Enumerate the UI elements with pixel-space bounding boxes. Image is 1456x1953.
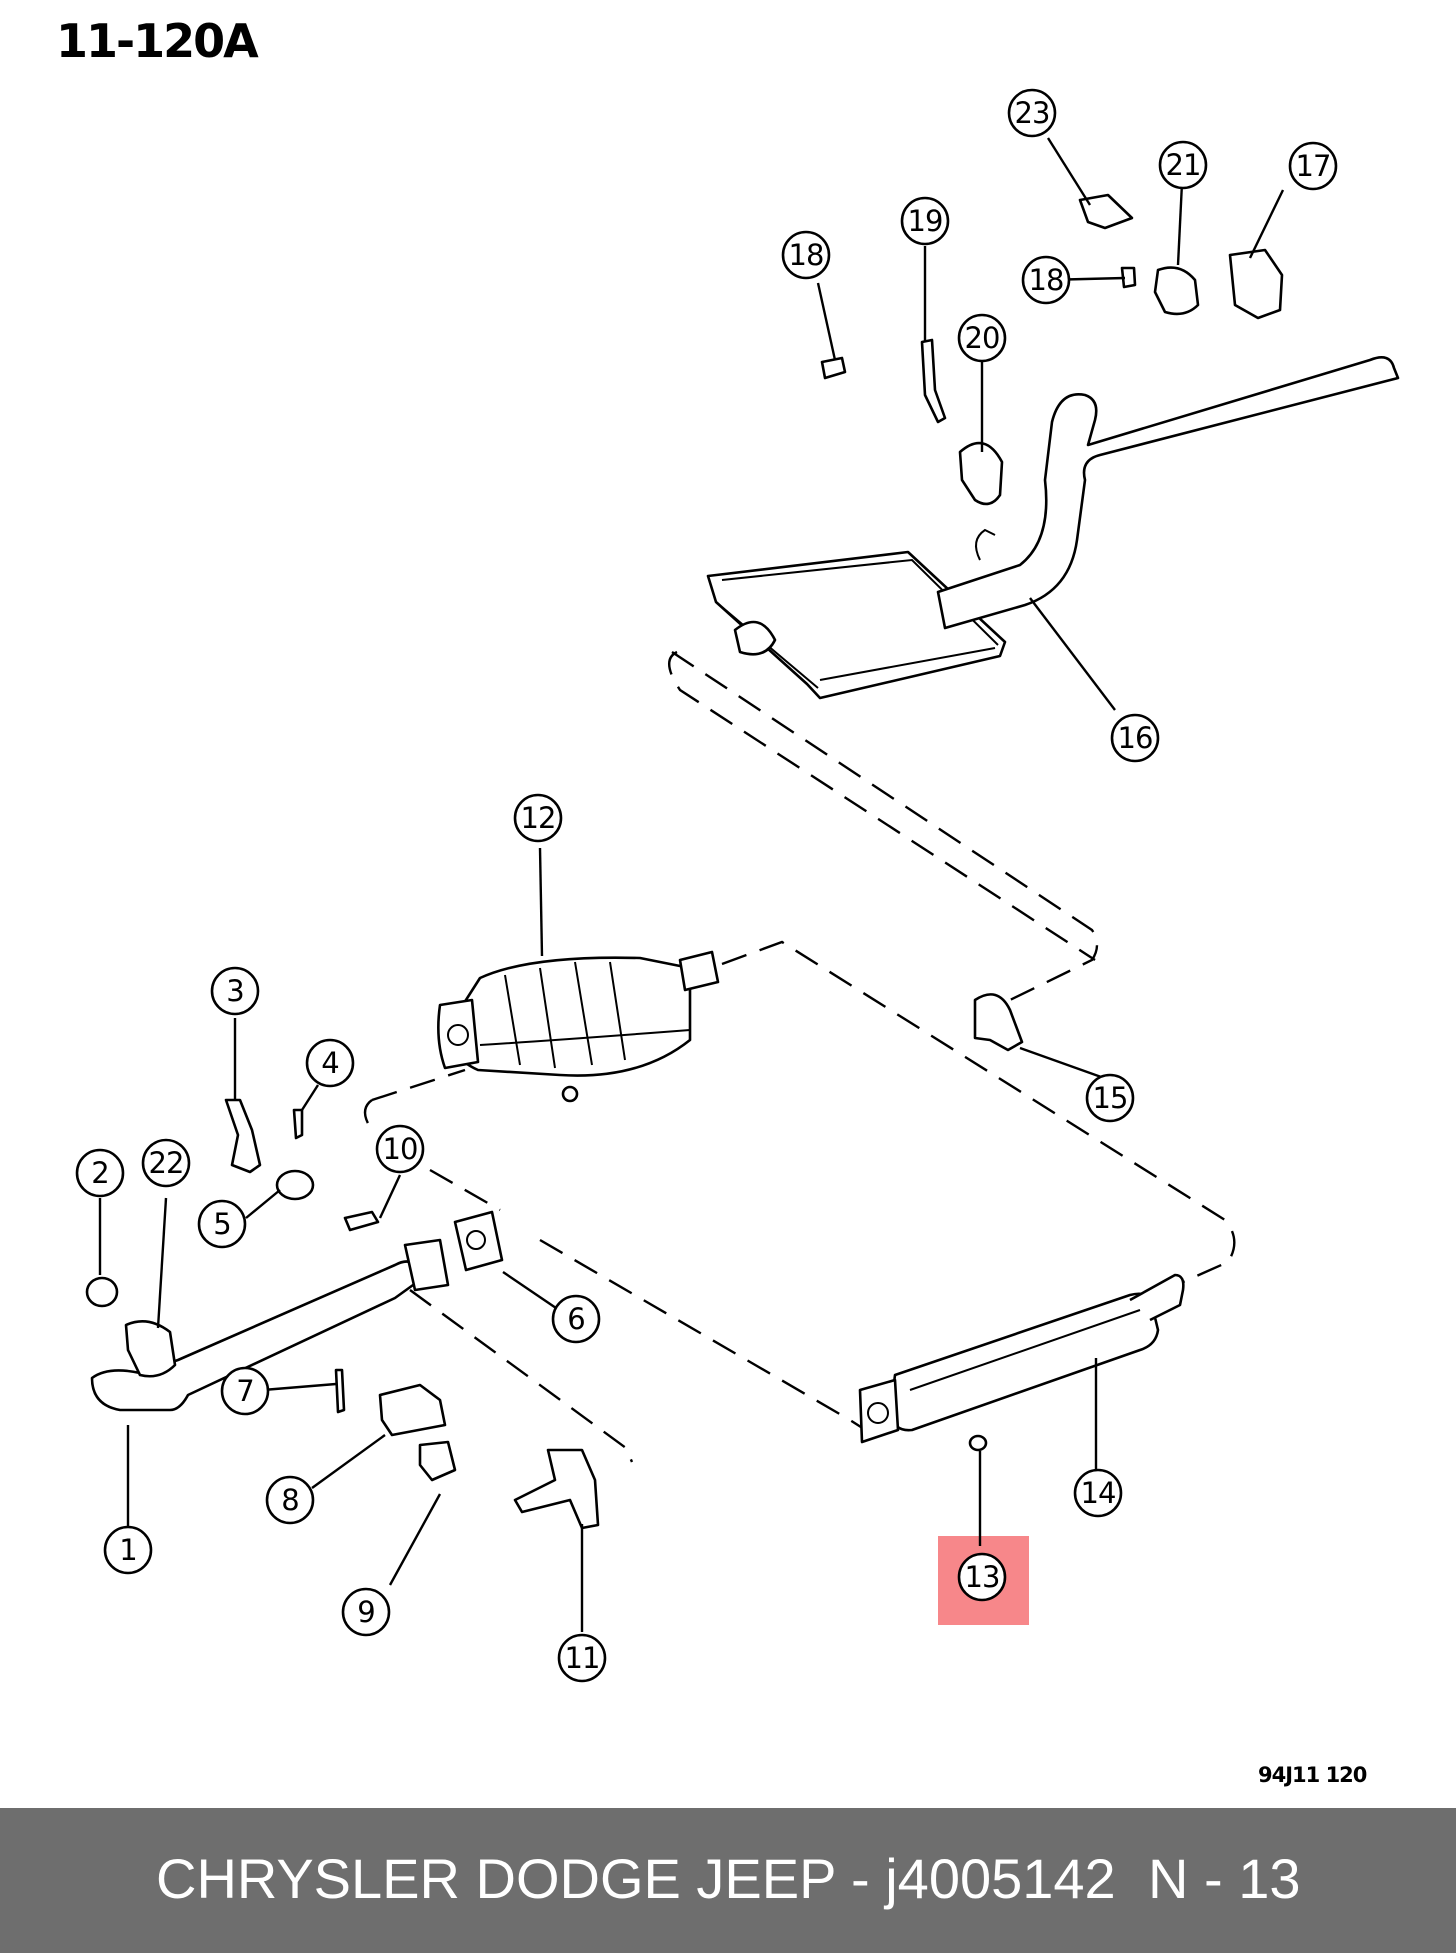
footer-part-title: CHRYSLER DODGE JEEP - j4005142: [156, 1847, 1116, 1910]
callout-16: 16: [1110, 713, 1160, 763]
svg-text:16: 16: [1118, 721, 1153, 755]
svg-text:3: 3: [226, 974, 243, 1008]
svg-text:14: 14: [1081, 1476, 1116, 1510]
callout-22: 22: [141, 1138, 191, 1188]
callout-21: 21: [1158, 140, 1208, 190]
svg-text:2: 2: [91, 1156, 108, 1190]
svg-text:7: 7: [236, 1374, 253, 1408]
svg-text:15: 15: [1093, 1081, 1128, 1115]
callout-18-left: 18: [781, 230, 831, 280]
svg-text:13: 13: [965, 1560, 1000, 1594]
callout-18-right: 18: [1021, 255, 1071, 305]
callout-14: 14: [1073, 1468, 1123, 1518]
resonator-14: [858, 1273, 1185, 1452]
footer-bar: CHRYSLER DODGE JEEP - j4005142 N - 13: [0, 1808, 1456, 1953]
svg-text:1: 1: [119, 1533, 136, 1567]
svg-text:12: 12: [521, 801, 556, 835]
svg-text:10: 10: [383, 1132, 418, 1166]
callout-15: 15: [1085, 1073, 1135, 1123]
exhaust-system-diagram: 1 2 22 3 4 5 6 7 8 9 10 11 12 13 14 15 1…: [75, 88, 1400, 1683]
callout-9: 9: [341, 1587, 391, 1637]
callout-3: 3: [210, 966, 260, 1016]
callout-13: 13: [957, 1552, 1007, 1602]
svg-text:18: 18: [789, 238, 824, 272]
callout-19: 19: [900, 196, 950, 246]
svg-text:5: 5: [213, 1207, 230, 1241]
callout-6: 6: [551, 1294, 601, 1344]
callout-7: 7: [220, 1366, 270, 1416]
callout-12: 12: [513, 793, 563, 843]
callout-23: 23: [1007, 88, 1057, 138]
callout-17: 17: [1288, 141, 1338, 191]
leader-lines: [98, 137, 1285, 1632]
svg-text:6: 6: [567, 1302, 584, 1336]
svg-text:11: 11: [565, 1641, 600, 1675]
callout-1: 1: [103, 1525, 153, 1575]
svg-text:22: 22: [149, 1146, 184, 1180]
front-pipe-1: [85, 1210, 504, 1412]
svg-text:4: 4: [321, 1046, 338, 1080]
svg-text:21: 21: [1166, 148, 1201, 182]
callout-4: 4: [305, 1038, 355, 1088]
svg-text:17: 17: [1296, 149, 1331, 183]
svg-text:20: 20: [965, 321, 1000, 355]
callout-11: 11: [557, 1633, 607, 1683]
svg-text:8: 8: [281, 1483, 298, 1517]
svg-text:19: 19: [908, 204, 943, 238]
footer-position: N - 13: [1148, 1847, 1301, 1910]
svg-text:18: 18: [1029, 263, 1064, 297]
hardware-parts: [224, 193, 1284, 1530]
figure-code: 94J11 120: [1258, 1763, 1367, 1787]
callout-20: 20: [957, 313, 1007, 363]
callout-10: 10: [375, 1124, 425, 1174]
callout-2: 2: [75, 1148, 125, 1198]
catalytic-converter-12: [437, 950, 720, 1103]
svg-text:23: 23: [1015, 96, 1050, 130]
callout-5: 5: [197, 1199, 247, 1249]
page-code: 11-120A: [56, 14, 259, 68]
callout-8: 8: [265, 1475, 315, 1525]
svg-text:9: 9: [357, 1595, 374, 1629]
muffler-tailpipe-16: [706, 356, 1400, 700]
